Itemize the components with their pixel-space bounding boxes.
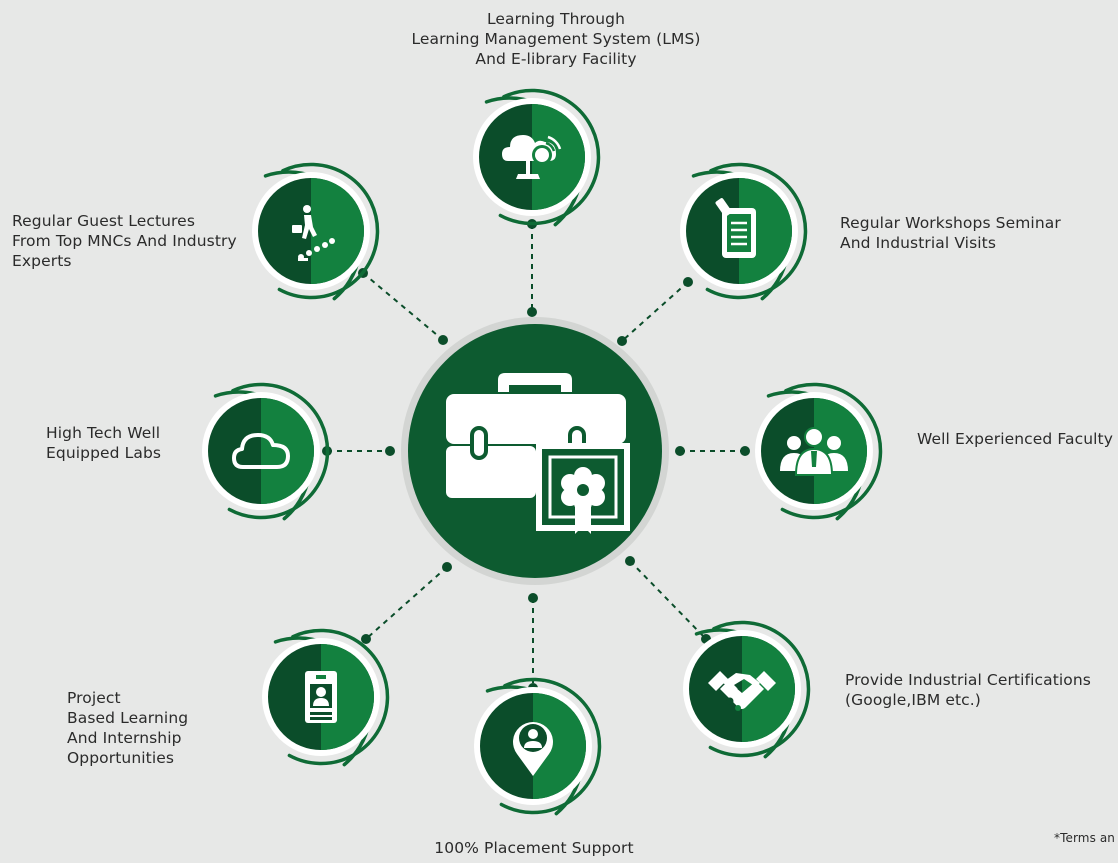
center-hub (401, 317, 669, 585)
feature-circle-projects (262, 628, 390, 767)
location-person-icon (513, 722, 553, 776)
cloud-icon (232, 433, 290, 469)
connector-certifications (629, 560, 707, 640)
label-certifications: Provide Industrial Certifications (Googl… (845, 671, 1091, 709)
stairs-climbing-icon (292, 205, 335, 261)
connector-lectures (362, 272, 444, 341)
label-lectures: Regular Guest Lectures From Top MNCs And… (12, 212, 237, 270)
label-projects: Project Based Learning And Internship Op… (67, 689, 189, 767)
label-placement: 100% Placement Support (434, 839, 634, 857)
label-lms: Learning Through Learning Management Sys… (411, 10, 701, 68)
terms-note: *Terms an (1054, 831, 1116, 845)
id-badge-icon (305, 671, 337, 723)
connectors (327, 224, 745, 688)
connector-projects (365, 566, 448, 640)
feature-circle-placement (474, 677, 602, 816)
feature-circle-certifications (683, 620, 811, 759)
feature-circle-faculty (755, 382, 883, 521)
handshake-icon (708, 671, 776, 711)
clipboard-document-icon (715, 198, 756, 258)
label-faculty: Well Experienced Faculty (917, 430, 1113, 448)
team-people-icon (780, 427, 848, 476)
briefcase-certificate-icon (446, 373, 630, 534)
connector-workshops (621, 281, 689, 342)
feature-circle-labs (202, 382, 330, 521)
label-labs: High Tech Well Equipped Labs (46, 424, 162, 462)
feature-circle-lms (473, 88, 601, 227)
cloud-satellite-icon (502, 135, 562, 179)
label-workshops: Regular Workshops Seminar And Industrial… (840, 214, 1061, 252)
feature-circle-workshops (680, 162, 808, 301)
feature-circle-lectures (252, 162, 380, 301)
